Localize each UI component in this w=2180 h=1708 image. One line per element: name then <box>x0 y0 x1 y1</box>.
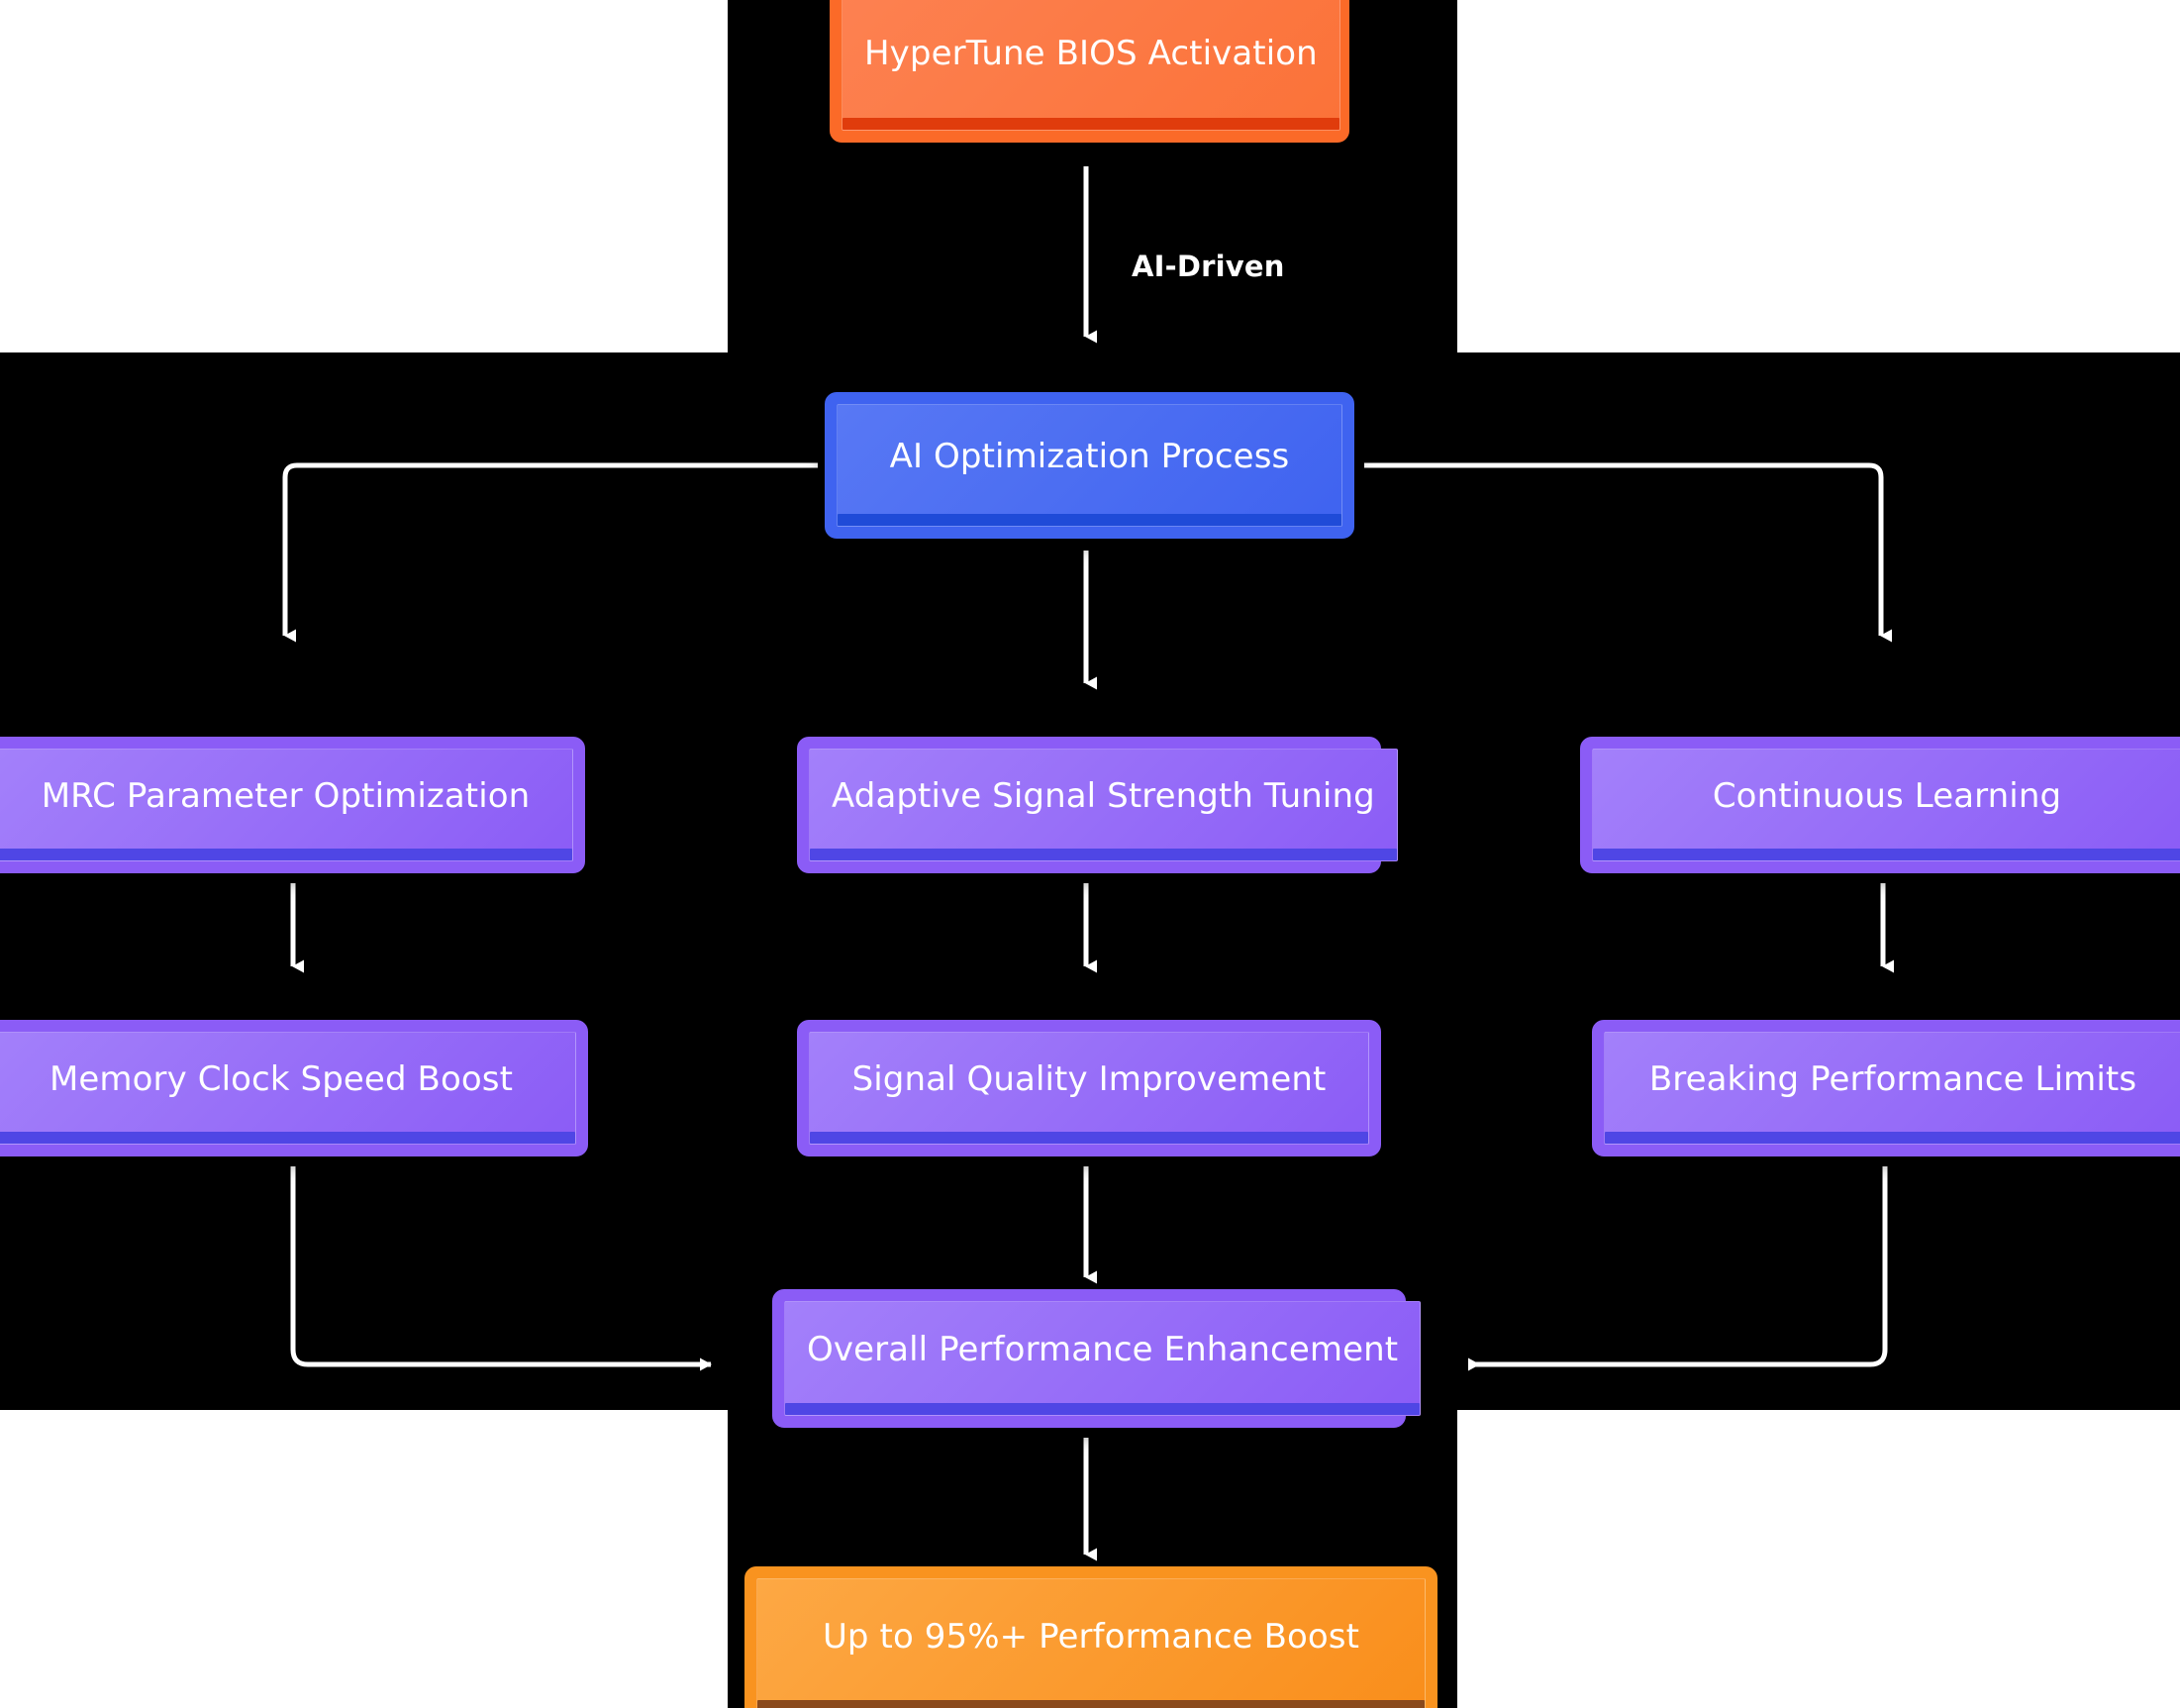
node-accent-bar <box>842 118 1339 130</box>
node-inner-panel: Up to 95%+ Performance Boost <box>756 1578 1426 1708</box>
node-inner-panel: Breaking Performance Limits <box>1604 1032 2180 1145</box>
node-inner-panel: Adaptive Signal Strength Tuning <box>809 749 1398 861</box>
node-accent-bar <box>0 1132 575 1144</box>
node-label: MRC Parameter Optimization <box>41 776 531 817</box>
node-accent-bar <box>785 1403 1421 1415</box>
node-inner-panel: MRC Parameter Optimization <box>0 749 573 861</box>
node-label: Continuous Learning <box>1712 776 2062 817</box>
node-label: Overall Performance Enhancement <box>807 1330 1399 1370</box>
node-label: Breaking Performance Limits <box>1648 1059 2137 1100</box>
node-accent-bar <box>0 849 572 860</box>
node-label: Signal Quality Improvement <box>851 1059 1327 1100</box>
node-breaking-performance-limits[interactable]: Breaking Performance Limits <box>1592 1020 2180 1156</box>
node-inner-panel: Continuous Learning <box>1592 749 2180 861</box>
node-accent-bar <box>1593 849 2180 860</box>
node-label: Up to 95%+ Performance Boost <box>822 1617 1360 1658</box>
edge-label-ai-driven: AI-Driven <box>1132 250 1285 283</box>
node-accent-bar <box>757 1700 1425 1708</box>
node-accent-bar <box>810 849 1397 860</box>
node-ai-optimization-process[interactable]: AI Optimization Process <box>825 392 1354 539</box>
node-inner-panel: AI Optimization Process <box>837 404 1342 527</box>
node-performance-boost-result[interactable]: Up to 95%+ Performance Boost <box>744 1566 1437 1708</box>
node-hypertune-bios-activation[interactable]: HyperTune BIOS Activation <box>830 0 1349 143</box>
node-label: HyperTune BIOS Activation <box>864 34 1318 74</box>
node-label: Memory Clock Speed Boost <box>49 1059 514 1100</box>
node-label: AI Optimization Process <box>889 437 1290 477</box>
node-inner-panel: HyperTune BIOS Activation <box>842 0 1340 131</box>
node-inner-panel: Signal Quality Improvement <box>809 1032 1369 1145</box>
node-accent-bar <box>838 514 1341 526</box>
node-label: Adaptive Signal Strength Tuning <box>832 776 1375 817</box>
node-mrc-parameter-optimization[interactable]: MRC Parameter Optimization <box>0 737 585 873</box>
node-signal-quality-improvement[interactable]: Signal Quality Improvement <box>797 1020 1381 1156</box>
node-continuous-learning[interactable]: Continuous Learning <box>1580 737 2180 873</box>
node-inner-panel: Overall Performance Enhancement <box>784 1301 1422 1416</box>
node-adaptive-signal-strength-tuning[interactable]: Adaptive Signal Strength Tuning <box>797 737 1398 873</box>
node-inner-panel: Memory Clock Speed Boost <box>0 1032 576 1145</box>
node-overall-performance-enhancement[interactable]: Overall Performance Enhancement <box>772 1289 1422 1428</box>
node-memory-clock-speed-boost[interactable]: Memory Clock Speed Boost <box>0 1020 588 1156</box>
node-accent-bar <box>810 1132 1368 1144</box>
node-accent-bar <box>1605 1132 2180 1144</box>
